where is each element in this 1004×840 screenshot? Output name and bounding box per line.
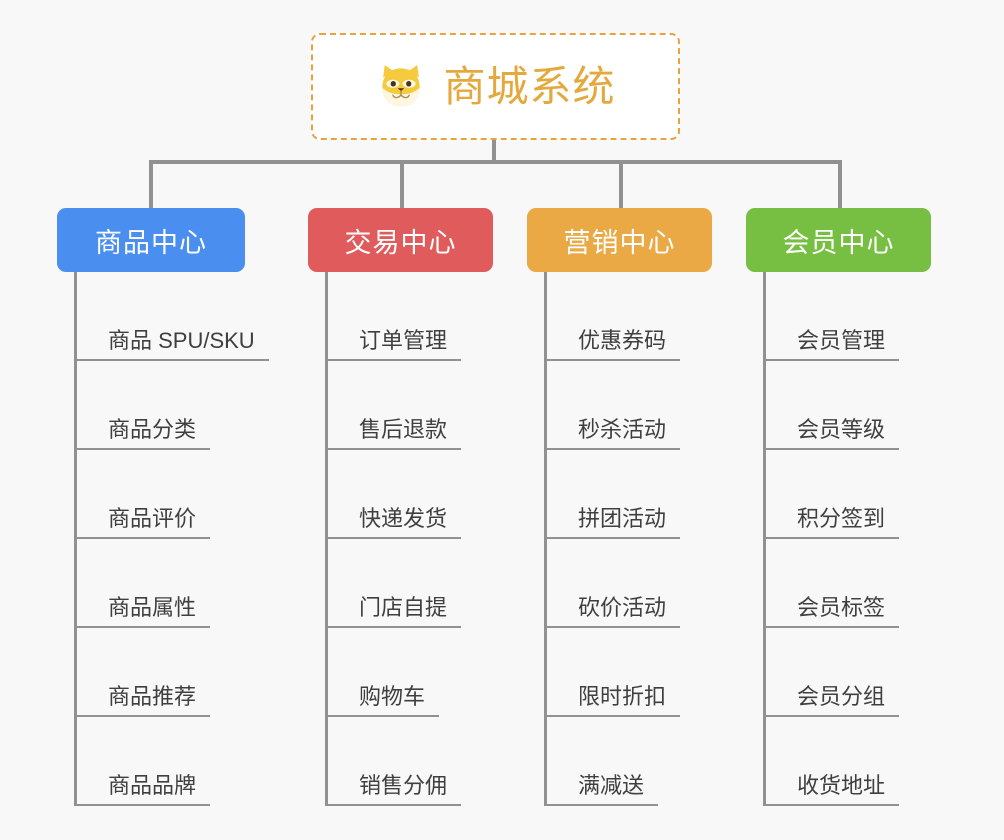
list-item[interactable]: 优惠券码 — [547, 272, 681, 361]
connector-drop-4 — [838, 160, 842, 210]
leaf-label: 满减送 — [547, 773, 659, 806]
connector-drop-2 — [400, 160, 404, 210]
shiba-dog-icon — [375, 61, 427, 113]
list-item[interactable]: 收货地址 — [766, 717, 900, 806]
leaf-label: 购物车 — [328, 684, 440, 717]
list-item[interactable]: 砍价活动 — [547, 539, 681, 628]
category-header-label-2: 交易中心 — [344, 227, 457, 258]
leaf-label: 积分签到 — [766, 506, 900, 539]
list-item[interactable]: 商品品牌 — [77, 717, 269, 806]
list-item[interactable]: 商品推荐 — [77, 628, 269, 717]
list-item[interactable]: 商品分类 — [77, 361, 269, 450]
leaf-label: 商品品牌 — [77, 773, 211, 806]
leaf-label: 会员标签 — [766, 595, 900, 628]
leaf-label: 会员等级 — [766, 417, 900, 450]
leaf-list-1: 商品 SPU/SKU 商品分类 商品评价 商品属性 商品推荐 商品品牌 — [74, 272, 269, 806]
leaf-label: 会员分组 — [766, 684, 900, 717]
connector-root-stem — [492, 140, 496, 163]
leaf-label: 订单管理 — [328, 328, 462, 361]
leaf-label: 限时折扣 — [547, 684, 681, 717]
list-item[interactable]: 快递发货 — [328, 450, 462, 539]
category-header-4[interactable]: 会员中心 — [746, 208, 931, 272]
list-item[interactable]: 销售分佣 — [328, 717, 462, 806]
list-item[interactable]: 拼团活动 — [547, 450, 681, 539]
list-item[interactable]: 满减送 — [547, 717, 680, 806]
list-item[interactable]: 限时折扣 — [547, 628, 681, 717]
list-item[interactable]: 订单管理 — [328, 272, 462, 361]
list-item[interactable]: 门店自提 — [328, 539, 462, 628]
leaf-label: 售后退款 — [328, 417, 462, 450]
list-item[interactable]: 商品属性 — [77, 539, 269, 628]
list-item[interactable]: 积分签到 — [766, 450, 900, 539]
leaf-label: 门店自提 — [328, 595, 462, 628]
leaf-list-2: 订单管理 售后退款 快递发货 门店自提 购物车 销售分佣 — [325, 272, 462, 806]
leaf-label: 商品推荐 — [77, 684, 211, 717]
list-item[interactable]: 购物车 — [328, 628, 461, 717]
leaf-list-4: 会员管理 会员等级 积分签到 会员标签 会员分组 收货地址 — [763, 272, 900, 806]
leaf-label: 快递发货 — [328, 506, 462, 539]
leaf-label: 砍价活动 — [547, 595, 681, 628]
leaf-label: 销售分佣 — [328, 773, 462, 806]
leaf-label: 收货地址 — [766, 773, 900, 806]
category-header-label-4: 会员中心 — [782, 227, 895, 258]
leaf-label: 商品评价 — [77, 506, 211, 539]
leaf-label: 会员管理 — [766, 328, 900, 361]
leaf-label: 拼团活动 — [547, 506, 681, 539]
leaf-list-3: 优惠券码 秒杀活动 拼团活动 砍价活动 限时折扣 满减送 — [544, 272, 681, 806]
root-node[interactable]: 商城系统 — [311, 33, 680, 140]
list-item[interactable]: 商品评价 — [77, 450, 269, 539]
leaf-label: 商品属性 — [77, 595, 211, 628]
list-item[interactable]: 商品 SPU/SKU — [77, 272, 269, 361]
leaf-label: 秒杀活动 — [547, 417, 681, 450]
category-header-label-3: 营销中心 — [563, 227, 676, 258]
list-item[interactable]: 会员等级 — [766, 361, 900, 450]
category-header-2[interactable]: 交易中心 — [308, 208, 493, 272]
list-item[interactable]: 会员管理 — [766, 272, 900, 361]
connector-drop-3 — [619, 160, 623, 210]
list-item[interactable]: 会员分组 — [766, 628, 900, 717]
root-title: 商城系统 — [443, 62, 616, 110]
category-header-label-1: 商品中心 — [95, 227, 207, 258]
category-header-3[interactable]: 营销中心 — [527, 208, 712, 272]
leaf-label: 优惠券码 — [547, 328, 681, 361]
category-header-1[interactable]: 商品中心 — [57, 208, 245, 272]
connector-drop-1 — [149, 160, 153, 210]
leaf-label: 商品分类 — [77, 417, 211, 450]
leaf-label: 商品 SPU/SKU — [77, 328, 269, 361]
list-item[interactable]: 秒杀活动 — [547, 361, 681, 450]
list-item[interactable]: 售后退款 — [328, 361, 462, 450]
list-item[interactable]: 会员标签 — [766, 539, 900, 628]
connector-bus-bar — [149, 160, 841, 164]
